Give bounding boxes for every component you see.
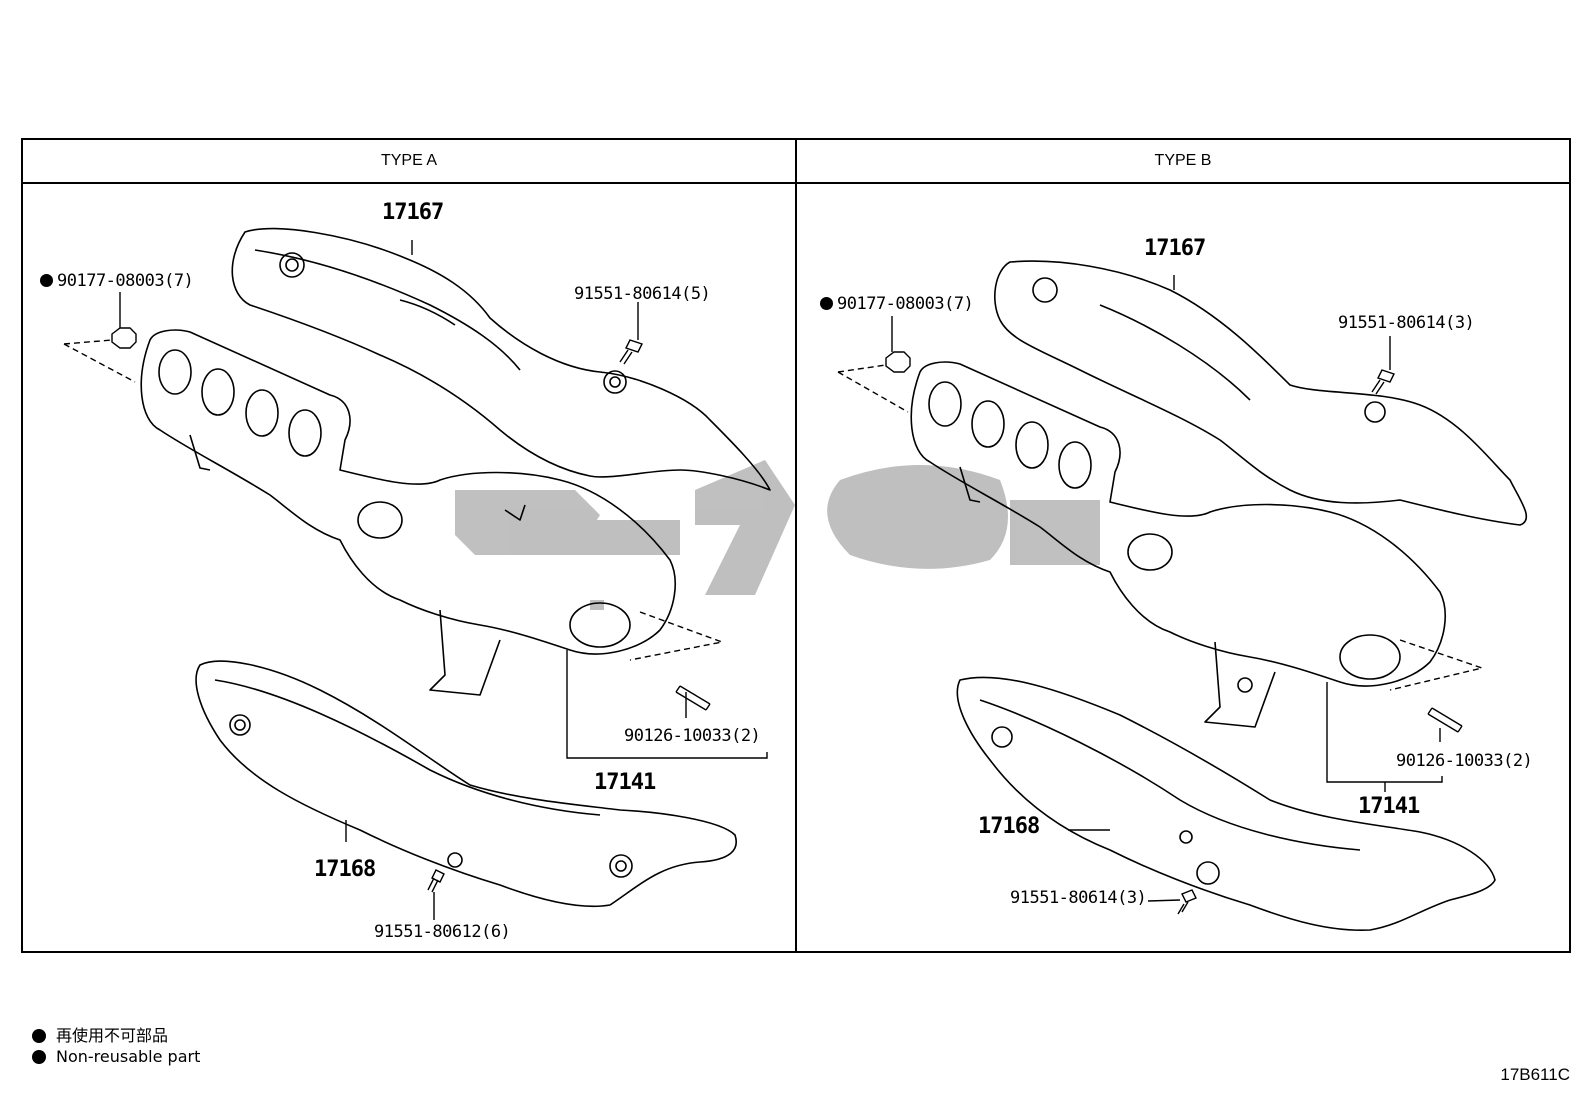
panel-b-fasteners: [837, 275, 1485, 915]
panel-b-drawing: [910, 260, 1527, 932]
watermark-logo: [455, 460, 1100, 610]
legend-row-jp: 再使用不可部品: [32, 1022, 168, 1046]
bolt-lower-a: [427, 869, 445, 893]
legend-dot-icon: [32, 1029, 46, 1043]
label-a-bolt-lower: 91551-80612(6): [374, 922, 511, 942]
label-b-stud: 90126-10033(2): [1396, 751, 1533, 771]
legend-row-en: Non-reusable part: [32, 1047, 200, 1066]
label-a-nut: 90177-08003(7): [40, 271, 194, 291]
label-b-bolt-upper: 91551-80614(3): [1338, 313, 1475, 333]
exhaust-manifold-b: [910, 361, 1446, 687]
heat-insulator-upper-a: [231, 227, 771, 491]
exhaust-manifold-a: [140, 329, 676, 655]
label-a-cover-upper: 17167: [382, 200, 444, 225]
bolt-upper-b: [1371, 369, 1395, 395]
label-a-manifold: 17141: [594, 770, 656, 795]
label-b-nut: 90177-08003(7): [820, 294, 974, 314]
label-a-cover-lower: 17168: [314, 857, 376, 882]
panel-b-title: TYPE B: [1154, 152, 1212, 169]
label-b-cover-lower: 17168: [978, 814, 1040, 839]
label-a-bolt-upper: 91551-80614(5): [574, 284, 711, 304]
label-a-nut-text: 90177-08003(7): [57, 271, 194, 291]
heat-insulator-lower-a: [195, 660, 737, 908]
label-a-stud: 90126-10033(2): [624, 726, 761, 746]
legend-jp-text: 再使用不可部品: [56, 1026, 169, 1045]
table-frame: [21, 138, 1571, 953]
panel-a-fasteners: [63, 240, 768, 920]
legend-dot-icon: [32, 1050, 46, 1064]
heat-insulator-lower-b: [956, 676, 1496, 932]
label-b-bolt-lower: 91551-80614(3): [1010, 888, 1147, 908]
panel-a-drawing: [140, 227, 771, 908]
legend-en-text: Non-reusable part: [56, 1047, 201, 1066]
bolt-lower-b: [1177, 889, 1197, 915]
panel-a-title: TYPE A: [380, 152, 438, 169]
heat-insulator-upper-b: [994, 260, 1527, 526]
nut-b: [885, 351, 911, 373]
nut-a: [111, 327, 137, 349]
stud-a: [675, 685, 711, 711]
stud-b: [1427, 707, 1463, 733]
diagram-code: 17B611C: [1500, 1065, 1570, 1084]
bolt-upper-a: [619, 339, 643, 365]
label-b-cover-upper: 17167: [1144, 236, 1206, 261]
label-b-nut-text: 90177-08003(7): [837, 294, 974, 314]
label-b-manifold: 17141: [1358, 794, 1420, 819]
